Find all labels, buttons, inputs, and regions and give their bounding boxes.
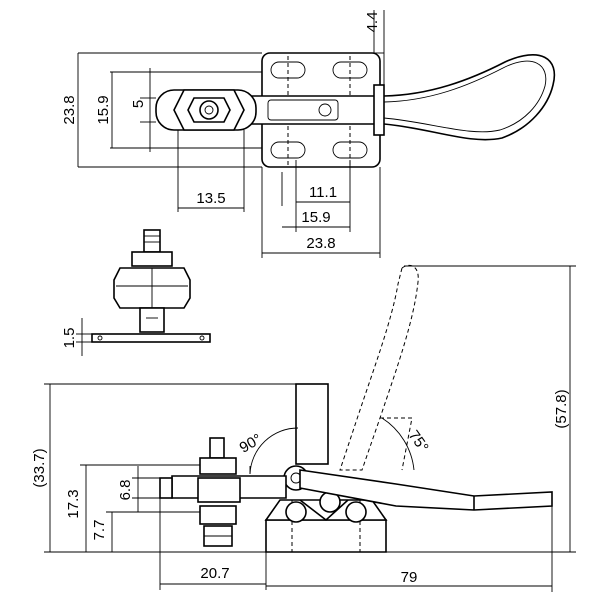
dim-angle-75: 75°	[405, 427, 432, 455]
dim-width-79: 79	[401, 569, 418, 586]
dim-height-mid: 15.9	[95, 95, 112, 124]
dim-width-23: 23.8	[306, 235, 335, 252]
side-base-plate	[91, 333, 211, 343]
dim-angle-90: 90°	[237, 431, 265, 457]
dim-base-thickness: 1.5	[61, 328, 78, 349]
front-base	[265, 519, 387, 553]
dim-height-17: 17.3	[65, 489, 82, 518]
top-view: 4.4 23.8 15.9 5 13.5 11.1 15.9 23.8	[61, 10, 556, 258]
dim-height-total: (33.7)	[31, 448, 48, 487]
dim-height-small: 5	[130, 100, 147, 108]
front-view: 90° 75° (33.7) 17.3 7.7 6.8 20.7 79 (57.…	[31, 264, 576, 592]
side-spindle	[143, 229, 161, 253]
front-upright	[295, 383, 329, 465]
top-bolt-assembly	[155, 89, 257, 131]
dim-top-offset: 4.4	[364, 12, 381, 33]
dim-height-57: (57.8)	[553, 389, 570, 428]
dim-width-20: 20.7	[200, 565, 229, 582]
dim-width-11: 11.1	[309, 184, 337, 201]
dim-width-15: 15.9	[301, 209, 330, 226]
side-nut	[131, 251, 173, 267]
dim-height-overall: 23.8	[61, 95, 78, 124]
top-handle-loop	[383, 54, 556, 141]
front-handle-open	[339, 264, 419, 471]
side-view: 1.5	[61, 229, 211, 356]
top-slots	[270, 56, 368, 165]
dim-height-7: 7.7	[91, 520, 108, 541]
dim-height-6: 6.8	[117, 480, 134, 501]
dim-width-left: 13.5	[196, 190, 225, 207]
